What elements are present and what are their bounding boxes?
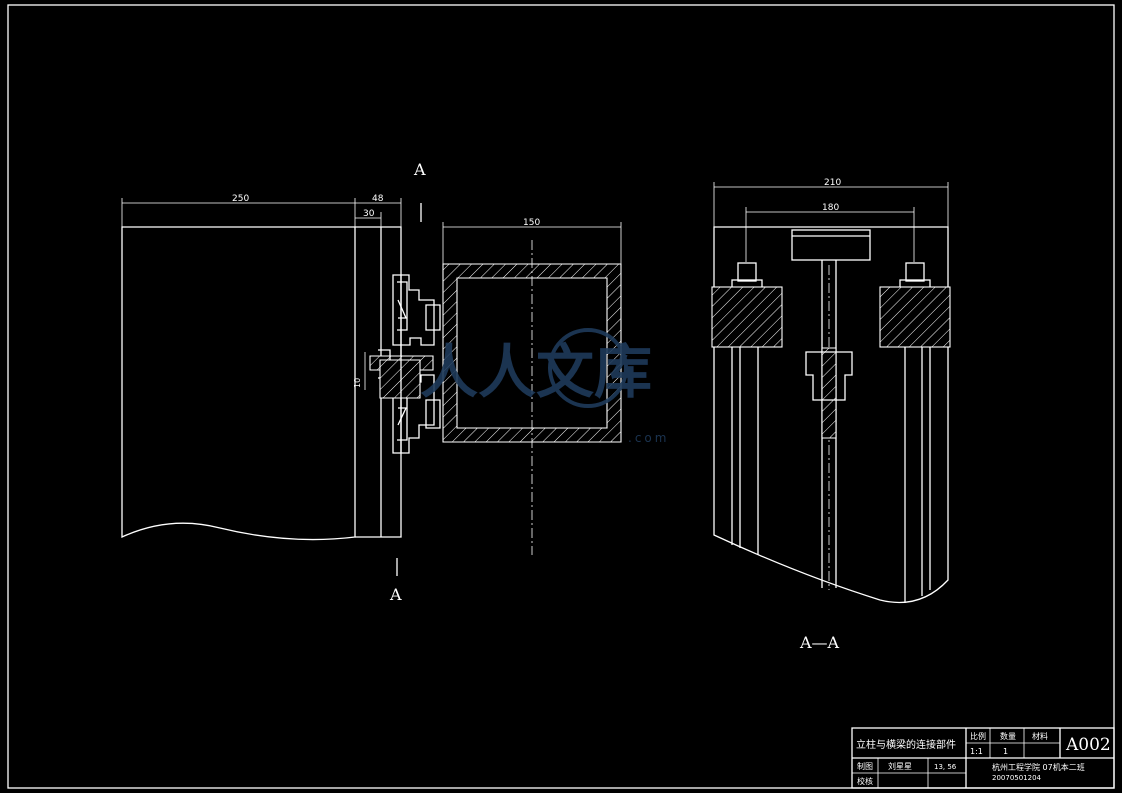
drawn-by: 刘星星 <box>888 761 912 771</box>
drawn-date: 13, 56 <box>934 763 957 771</box>
quantity-value: 1 <box>1003 747 1008 756</box>
dim-210-text: 210 <box>824 178 841 188</box>
dim-10-text: 10 <box>353 378 362 388</box>
section-mark-top: A <box>413 160 426 179</box>
checked-label: 校核 <box>857 776 873 786</box>
school-name: 杭州工程学院 07机本二班 <box>992 762 1085 772</box>
dim-180-text: 180 <box>822 203 839 213</box>
section-outline <box>713 226 949 604</box>
title-block: 立柱与横梁的连接部件 比例 数量 材料 1:1 1 A002 制图 刘星星 13… <box>851 727 1115 789</box>
title-text: 立柱与横梁的连接部件 <box>856 738 956 751</box>
dim-250-text: 250 <box>232 194 249 204</box>
drawn-label: 制图 <box>857 761 873 771</box>
material-label: 材料 <box>1032 731 1048 741</box>
watermark-domain: .com <box>628 431 669 445</box>
scale-label: 比例 <box>970 731 986 741</box>
connector-bracket: 10 <box>353 274 441 454</box>
section-view-aa: 210 180 A—A <box>711 178 951 652</box>
square-tube-section: 150 <box>442 218 622 555</box>
dimension-30: 30 <box>355 209 382 227</box>
section-mark-bottom: A <box>389 585 402 604</box>
drawing-number: A002 <box>1065 735 1111 755</box>
watermark-text: 人人文库 <box>420 338 652 406</box>
scale-value: 1:1 <box>970 747 983 756</box>
quantity-label: 数量 <box>1000 731 1016 741</box>
dim-48-text: 48 <box>372 194 384 204</box>
student-id: 20070501204 <box>992 774 1042 782</box>
watermark: 人人文库 .com <box>420 328 669 445</box>
dim-150-text: 150 <box>523 218 540 228</box>
dim-30-text: 30 <box>363 209 375 219</box>
drawing-border <box>7 4 1115 789</box>
dimension-250: 250 <box>121 194 356 227</box>
column-outline <box>121 226 356 541</box>
front-view: 250 48 30 A A <box>121 160 622 604</box>
section-view-label: A—A <box>799 633 840 652</box>
dimension-48: 48 <box>355 194 402 227</box>
